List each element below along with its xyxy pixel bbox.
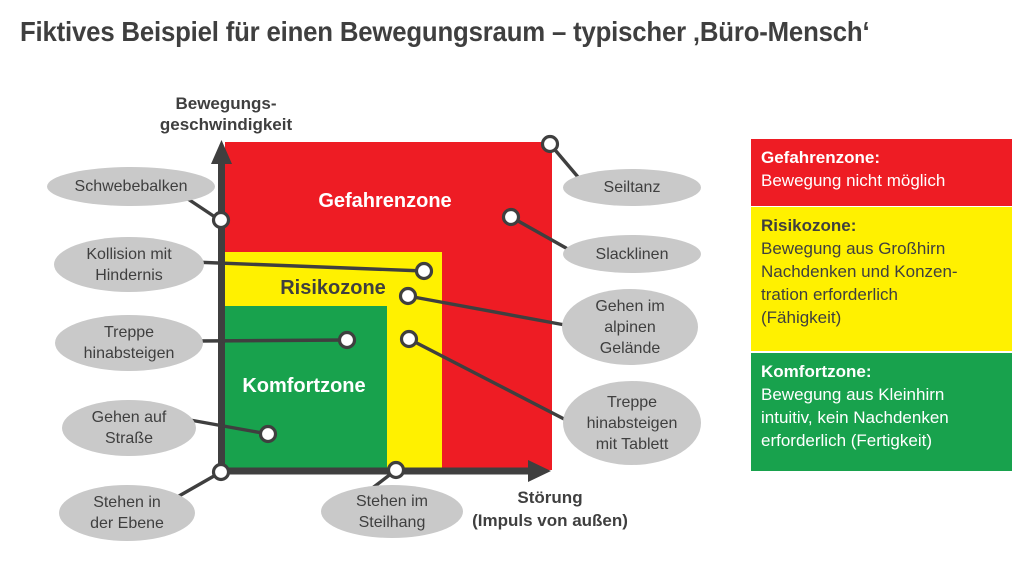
legend-body: Bewegung nicht möglich (761, 171, 946, 190)
legend-item-komfortzone: Komfortzone: Bewegung aus Kleinhirn intu… (751, 353, 1012, 471)
bubble-treppe-hinab: Treppe hinabsteigen (55, 315, 203, 371)
marker-seiltanz (540, 134, 560, 154)
bubble-label: Gehen auf Straße (91, 409, 167, 447)
bubble-label: Gehen im alpinen Gelände (595, 297, 665, 357)
connector-lines (170, 142, 580, 502)
bubble-label: Stehen in der Ebene (90, 494, 164, 532)
connector-slacklinen (509, 215, 568, 250)
marker-kollision (414, 261, 434, 281)
bubble-label: Schwebebalken (74, 178, 188, 195)
bubble-label: Seiltanz (603, 179, 661, 196)
risikozone-label: Risikozone (280, 277, 386, 299)
bubble-stehen-steilhang: Stehen im Steilhang (321, 485, 463, 538)
marker-stehen-ebene (211, 462, 231, 482)
bubble-seiltanz: Seiltanz (563, 169, 701, 206)
legend-body: Bewegung aus Großhirn Nachdenken und Kon… (761, 239, 958, 327)
connector-kollision (191, 260, 426, 273)
page-title: Fiktives Beispiel für einen Bewegungsrau… (20, 16, 870, 47)
bubble-label: Stehen im Steilhang (355, 492, 429, 531)
bubble-schwebebalken: Schwebebalken (47, 167, 215, 206)
data-point-markers (211, 134, 560, 482)
bubble-label: Slacklinen (595, 245, 669, 263)
marker-gehen-strasse (258, 424, 278, 444)
komfortzone-area (225, 306, 387, 470)
connector-treppe-hinab (195, 338, 349, 343)
legend-item-risikozone: Risikozone: Bewegung aus Großhirn Nachde… (751, 207, 1012, 351)
bubble-slacklinen: Slacklinen (563, 235, 701, 273)
bubble-label: Treppe hinabsteigen mit Tablett (586, 393, 678, 453)
bubble-label: Kollision mit Hindernis (86, 245, 172, 284)
gefahrenzone-label: Gefahrenzone (318, 190, 452, 212)
bubble-alpines-gelaende: Gehen im alpinen Gelände (562, 289, 698, 365)
legend-item-gefahrenzone: Gefahrenzone: Bewegung nicht möglich (751, 139, 1012, 206)
legend-title: Komfortzone: (761, 362, 872, 381)
legend-title: Gefahrenzone: (761, 148, 881, 167)
marker-schwebebalken (211, 210, 231, 230)
connector-treppe-tablett (407, 337, 568, 422)
connector-gehen-strasse (188, 418, 270, 436)
bubble-kollision: Kollision mit Hindernis (54, 237, 204, 292)
bubble-treppe-tablett: Treppe hinabsteigen mit Tablett (563, 381, 701, 465)
marker-slacklinen (501, 207, 521, 227)
marker-alpines-gelaende (398, 286, 418, 306)
marker-stehen-steilhang (386, 460, 406, 480)
y-axis-arrowhead (211, 140, 232, 164)
y-axis-label: Bewegungs- geschwindigkeit (159, 94, 293, 134)
bubble-gehen-strasse: Gehen auf Straße (62, 400, 196, 456)
legend-title: Risikozone: (761, 216, 857, 235)
legend-body: Bewegung aus Kleinhirn intuitiv, kein Na… (761, 385, 949, 450)
komfortzone-label: Komfortzone (242, 375, 366, 397)
x-axis-arrowhead (528, 460, 551, 482)
bubble-label: Treppe hinabsteigen (83, 324, 175, 362)
connector-alpines-gelaende (406, 294, 567, 327)
marker-treppe-tablett (399, 329, 419, 349)
marker-treppe-hinab (337, 330, 357, 350)
bubble-stehen-ebene: Stehen in der Ebene (59, 485, 195, 541)
x-axis-label: Störung (Impuls von außen) (472, 488, 628, 530)
